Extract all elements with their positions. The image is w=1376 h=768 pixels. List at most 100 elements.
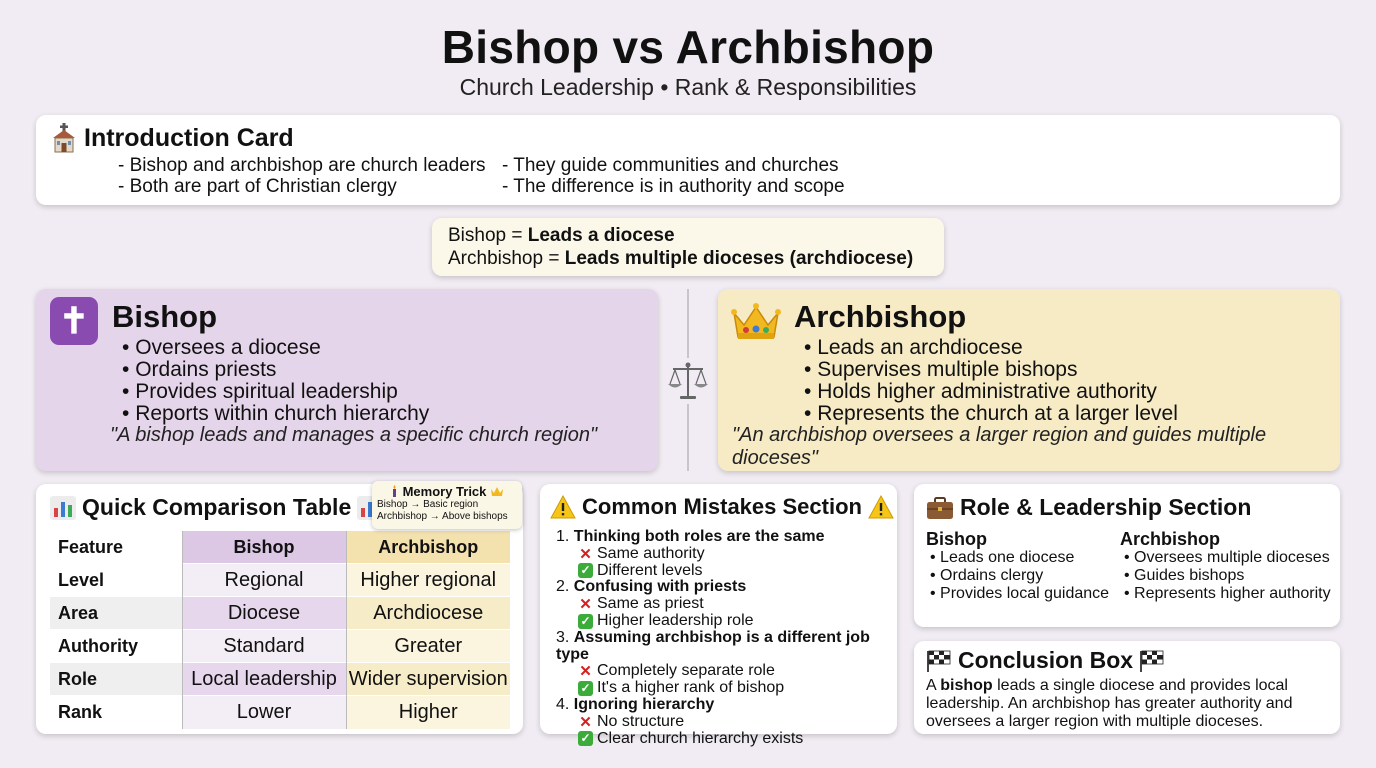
bishop-quote: "A bishop leads and manages a specific c… (110, 424, 598, 446)
item-number: 3. (556, 628, 570, 646)
crown-small-icon (491, 487, 504, 496)
list-item: 4. Ignoring hierarchy ✕No structure ✓Cle… (556, 695, 897, 747)
mistake-question: Confusing with priests (573, 578, 747, 596)
intro-point: - Both are part of Christian clergy (118, 176, 397, 197)
list-item: Oversees multiple dioceses (1124, 549, 1331, 567)
list-item: Holds higher administrative authority (804, 381, 1178, 403)
mistake-right: It's a higher rank of bishop (597, 679, 785, 697)
archbishop-quote: "An archbishop oversees a larger region … (732, 424, 1267, 469)
definition-text: Leads multiple dioceses (archdiocese) (564, 248, 914, 269)
table-cell: Level (50, 563, 182, 597)
conclusion-body: leads a single diocese and provides loca… (926, 677, 1293, 730)
table-cell: Archdiocese (345, 596, 510, 630)
archbishop-points: Leads an archdiocese Supervises multiple… (804, 337, 1178, 425)
list-item: Ordains clergy (930, 567, 1109, 585)
definition-box: Bishop = Leads a diocese Archbishop = Le… (432, 218, 944, 276)
list-item: Represents the church at a larger level (804, 403, 1178, 425)
mistake-wrong: Same as priest (597, 595, 704, 613)
definition-line-bishop: Bishop = Leads a diocese (448, 224, 928, 247)
memory-trick-line: Archbishop → Above bishops (377, 511, 508, 522)
roles-archbishop-title: Archbishop (1120, 529, 1221, 549)
definition-text: Leads a diocese (527, 225, 675, 246)
list-item: Leads one diocese (930, 549, 1109, 567)
church-icon (53, 123, 75, 153)
mistake-wrong: Same authority (597, 544, 705, 562)
table-row: Rank Lower Higher (50, 695, 510, 729)
check-mark-icon: ✓ (578, 613, 593, 629)
crown-icon (731, 303, 781, 339)
table-row: Role Local leadership Wider supervision (50, 662, 510, 696)
list-item: 2. Confusing with priests ✕Same as pries… (556, 578, 897, 629)
list-item: 1. Thinking both roles are the same ✕Sam… (556, 528, 897, 579)
mistake-right: Different levels (597, 561, 703, 579)
mistake-wrong: Completely separate role (597, 662, 775, 680)
list-item: Oversees a diocese (122, 337, 429, 359)
cross-mark-icon: ✕ (579, 596, 592, 614)
table-row: Area Diocese Archdiocese (50, 596, 510, 630)
memory-trick-note: Memory Trick Bishop → Basic region Archb… (372, 481, 522, 529)
cross-icon: ✝ (50, 297, 98, 345)
roles-bishop-title: Bishop (926, 529, 987, 549)
cross-mark-icon: ✕ (579, 663, 592, 681)
intro-column-left: - Bishop and archbishop are church leade… (118, 155, 486, 197)
list-item: 3. Assuming archbishop is a different jo… (556, 628, 897, 697)
warning-icon (550, 495, 576, 519)
list-item: Supervises multiple bishops (804, 359, 1178, 381)
table-cell: Area (50, 596, 182, 630)
roles-title: Role & Leadership Section (960, 494, 1252, 520)
mistakes-title: Common Mistakes Section (582, 494, 862, 519)
table-header-cell: Feature (50, 530, 182, 564)
archbishop-title: Archbishop (794, 299, 967, 334)
briefcase-icon (927, 496, 953, 519)
definition-term: Archbishop = (448, 248, 565, 269)
intro-point: - Bishop and archbishop are church leade… (118, 155, 486, 176)
table-header-cell: Archbishop (345, 530, 510, 564)
roles-archbishop-column: Archbishop Oversees multiple dioceses Gu… (1120, 529, 1331, 603)
table-cell: Standard (181, 629, 346, 663)
intro-point: - The difference is in authority and sco… (502, 176, 845, 197)
mistake-question: Assuming archbishop is a different job t… (556, 628, 870, 663)
table-cell: Greater (345, 629, 510, 663)
mistake-right: Higher leadership role (597, 611, 754, 629)
conclusion-prefix: A (926, 677, 941, 694)
conclusion-text: A bishop leads a single diocese and prov… (926, 677, 1326, 731)
mistake-question: Thinking both roles are the same (573, 528, 825, 545)
table-title: Quick Comparison Table (82, 494, 352, 520)
table-cell: Rank (50, 695, 182, 729)
table-cell: Authority (50, 629, 182, 663)
list-item: Reports within church hierarchy (122, 403, 429, 425)
list-item: Leads an archdiocese (804, 337, 1178, 359)
page-subtitle: Church Leadership • Rank & Responsibilit… (459, 74, 917, 100)
table-cell: Wider supervision (345, 662, 510, 696)
table-header-row: Feature Bishop Archbishop (50, 530, 510, 564)
table-cell: Local leadership (181, 662, 346, 696)
table-cell: Higher regional (345, 563, 510, 597)
page-title: Bishop vs Archbishop (441, 21, 935, 73)
table-cell: Higher (345, 695, 510, 729)
table-row: Authority Standard Greater (50, 629, 510, 663)
table-cell: Lower (181, 695, 346, 729)
list-item: Ordains priests (122, 359, 429, 381)
table-cell: Diocese (181, 596, 346, 630)
bar-chart-icon (50, 495, 76, 520)
check-mark-icon: ✓ (578, 681, 593, 697)
intro-title: Introduction Card (84, 123, 294, 152)
memory-trick-title: Memory Trick (402, 484, 487, 499)
table-row: Level Regional Higher regional (50, 563, 510, 597)
list-item: Guides bishops (1124, 567, 1331, 585)
conclusion-title: Conclusion Box (958, 647, 1134, 673)
memory-trick-line: Bishop → Basic region (377, 499, 479, 510)
memory-trick-header: Memory Trick (377, 484, 517, 499)
item-number: 4. (556, 695, 570, 713)
comparison-table: Feature Bishop Archbishop Level Regional… (50, 530, 510, 729)
list-item: Provides spiritual leadership (122, 381, 429, 403)
definition-term: Bishop = (448, 225, 528, 246)
cross-mark-icon: ✕ (579, 545, 592, 563)
bishop-title: Bishop (112, 299, 218, 334)
role-leadership-card: Role & Leadership Section Bishop Leads o… (914, 484, 1340, 627)
checkered-flag-icon (1140, 650, 1164, 672)
archbishop-panel: Archbishop Leads an archdiocese Supervis… (718, 289, 1340, 471)
table-header-cell: Bishop (181, 530, 346, 564)
common-mistakes-card: Common Mistakes Section 1. Thinking both… (540, 484, 897, 747)
roles-bishop-column: Bishop Leads one diocese Ordains clergy … (926, 529, 1109, 603)
